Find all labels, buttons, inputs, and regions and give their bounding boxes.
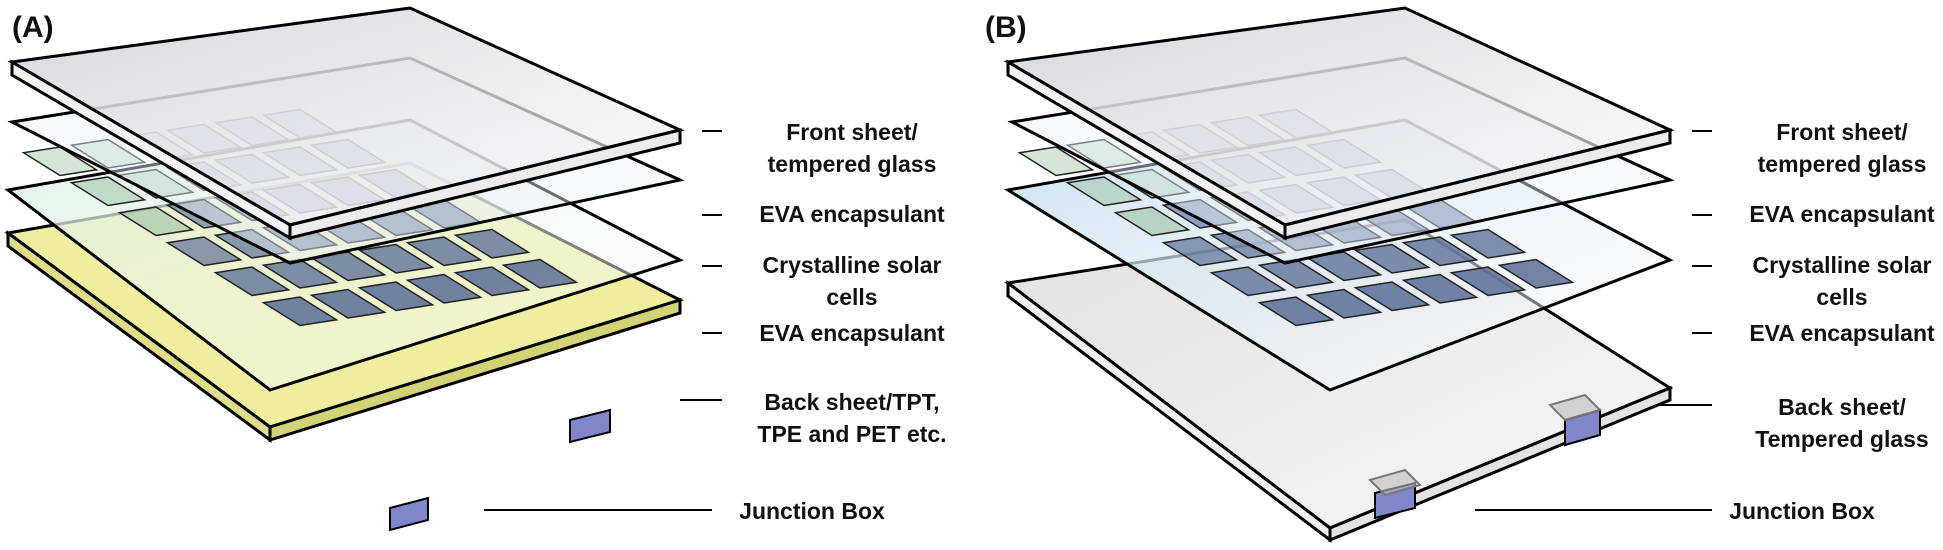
front-glass-edge-right: [1283, 128, 1672, 240]
back-sheet-edge-right: [268, 297, 682, 443]
solar-cell: [1257, 296, 1335, 327]
solar-cell: [357, 281, 435, 312]
label-cells-line1: Crystalline solar: [1753, 252, 1932, 278]
solar-cell: [1449, 228, 1527, 259]
panel-a-leaders: [484, 130, 722, 511]
label-eva-top: EVA encapsulant: [1749, 201, 1935, 227]
panel-b-leaders: [1475, 130, 1712, 511]
junction-box: [1548, 393, 1602, 422]
solar-cell: [1065, 138, 1143, 169]
solar-cell: [165, 236, 243, 267]
label-eva-top: EVA encapsulant: [759, 201, 945, 227]
solar-cell: [309, 288, 387, 319]
solar-cell: [1209, 266, 1287, 297]
label-back-sheet-line1: Back sheet/TPT,: [764, 389, 939, 415]
solar-cell: [1401, 236, 1479, 267]
panel-a-labels: Front sheet/ tempered glass EVA encapsul…: [739, 119, 946, 524]
label-cells-line1: Crystalline solar: [763, 252, 942, 278]
solar-cell: [1353, 281, 1431, 312]
label-back-sheet-line1: Back sheet/: [1778, 394, 1906, 420]
solar-cell: [1401, 273, 1479, 304]
label-junction-box: Junction Box: [1729, 498, 1875, 524]
label-back-sheet-line2: Tempered glass: [1755, 426, 1928, 452]
solar-cell: [1497, 258, 1575, 289]
panel-a: (A): [4, 6, 947, 532]
label-cells-line2: cells: [826, 284, 877, 310]
panel-b-labels: Front sheet/ tempered glass EVA encapsul…: [1729, 119, 1935, 524]
solar-cell: [405, 273, 483, 304]
solar-cell: [1113, 206, 1191, 237]
solar-cell: [69, 176, 147, 207]
solar-cell: [453, 266, 531, 297]
solar-cell: [1017, 146, 1095, 177]
label-front-sheet-line1: Front sheet/: [786, 119, 918, 145]
solar-cell: [357, 243, 435, 274]
solar-cell: [501, 258, 579, 289]
solar-cell: [1113, 168, 1191, 199]
junction-box: [569, 408, 611, 444]
panel-b: (B): [985, 6, 1935, 544]
solar-cell: [1161, 236, 1239, 267]
panel-b-letter: (B): [985, 11, 1027, 44]
solar-cell: [21, 146, 99, 177]
solar-cell: [213, 266, 291, 297]
junction-boxes: [389, 408, 611, 532]
solar-cell: [165, 198, 243, 229]
junction-box: [389, 496, 429, 532]
solar-cell: [117, 206, 195, 237]
solar-cell: [1161, 198, 1239, 229]
label-junction-box: Junction Box: [739, 498, 885, 524]
front-glass-edge-right: [288, 128, 682, 240]
label-front-sheet-line1: Front sheet/: [1776, 119, 1908, 145]
solar-cell: [1353, 243, 1431, 274]
label-back-sheet-line2: TPE and PET etc.: [757, 421, 946, 447]
solar-cell: [69, 138, 147, 169]
label-front-sheet-line2: tempered glass: [768, 151, 937, 177]
junction-box: [1368, 468, 1422, 497]
front-glass-layer: [1003, 6, 1675, 241]
solar-cell: [261, 296, 339, 327]
panel-a-stack: [4, 6, 685, 532]
label-front-sheet-line2: tempered glass: [1758, 151, 1927, 177]
panel-a-letter: (A): [12, 11, 54, 44]
solar-cell: [1065, 176, 1143, 207]
panel-b-stack: [1003, 6, 1675, 544]
label-cells-line2: cells: [1816, 284, 1867, 310]
solar-cell: [453, 228, 531, 259]
front-glass-layer: [7, 6, 685, 241]
junction-boxes: [1368, 393, 1602, 520]
label-eva-bottom: EVA encapsulant: [1749, 320, 1935, 346]
solar-cell: [1449, 266, 1527, 297]
solar-cell: [405, 236, 483, 267]
solar-cell: [1305, 288, 1383, 319]
label-eva-bottom: EVA encapsulant: [759, 320, 945, 346]
